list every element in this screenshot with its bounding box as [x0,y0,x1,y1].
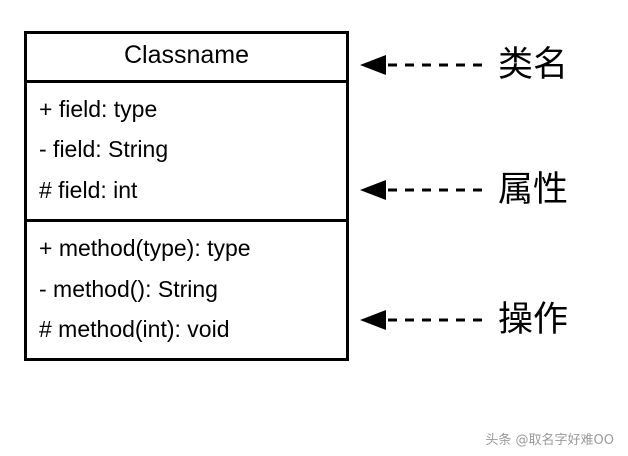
uml-attribute-row: + field: type [39,95,158,122]
uml-class-name: Classname [123,41,250,69]
annotation-operations: 操作 [360,300,568,340]
annotation-label: 属性 [498,169,569,210]
dashed-arrow-left-icon [360,308,490,332]
annotation-label: 类名 [498,44,569,85]
watermark: 头条 @取名字好难OO [485,433,614,448]
uml-class-box: Classname + field: type - field: String … [24,31,349,361]
uml-attributes-section: + field: type - field: String # field: i… [27,79,346,219]
uml-operations-section: + method(type): type - method(): String … [27,218,346,358]
dashed-arrow-left-icon [360,53,490,77]
uml-operation-row: # method(int): void [39,316,230,343]
dashed-arrow-left-icon [360,178,490,202]
uml-attribute-row: # field: int [39,177,138,203]
uml-operation-row: - method(): String [39,275,218,302]
uml-class-name-section: Classname [27,34,346,80]
annotation-class-name: 类名 [360,45,568,85]
annotation-attributes: 属性 [360,170,568,210]
annotation-label: 操作 [498,299,569,340]
uml-attribute-row: - field: String [39,136,169,163]
uml-operation-row: + method(type): type [39,234,251,261]
